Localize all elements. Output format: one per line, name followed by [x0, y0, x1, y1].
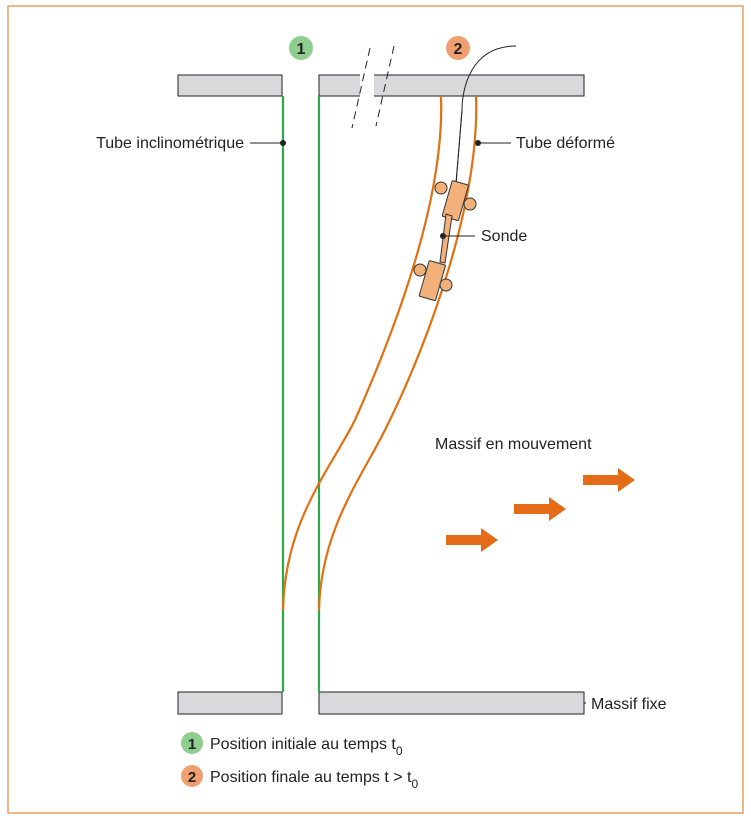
marker-1-badge	[289, 36, 313, 60]
deformed-tube-right-wall	[317, 95, 478, 611]
tube-deformed-label: Tube déformé	[516, 135, 615, 152]
legend-marker-2-badge	[181, 765, 203, 787]
legend-marker-2: 2	[188, 769, 196, 786]
probe-wheel-top-left	[434, 181, 448, 195]
probe-cable	[455, 45, 517, 185]
probe-cable-inner	[455, 109, 463, 185]
top-ground-slab-right	[318, 74, 585, 97]
legend-text-final: Position finale au temps t > t0	[210, 769, 418, 791]
probe-wheel-bottom-right	[439, 278, 453, 292]
movement-arrow-low	[446, 528, 498, 552]
fixed-mass-label: Massif fixe	[591, 696, 667, 713]
break-mark-right	[375, 45, 395, 127]
bottom-ground-slab-left	[177, 691, 283, 715]
diagram-frame	[7, 5, 744, 814]
marker-1-label: 1	[297, 41, 306, 58]
legend-text-initial: Position initiale au temps t0	[210, 736, 403, 758]
break-mark-left	[351, 47, 371, 129]
probe-wheel-bottom-left	[413, 263, 427, 277]
break-gap	[360, 70, 374, 101]
marker-2-badge	[446, 36, 470, 60]
movement-arrow-mid	[514, 497, 566, 521]
marker-2-label: 2	[454, 41, 463, 58]
tube-initial-label: Tube inclinométrique	[96, 135, 244, 152]
tube-deformed-dot	[475, 140, 481, 146]
tube-initial-dot	[280, 140, 286, 146]
probe-wheel-top-right	[463, 197, 477, 211]
legend-item-initial: 1 Position initiale au temps t0	[181, 732, 403, 758]
probe-label: Sonde	[481, 228, 527, 245]
legend-item-final: 2 Position finale au temps t > t0	[181, 765, 418, 791]
probe	[413, 180, 477, 302]
top-ground-slab-left	[177, 74, 283, 97]
bottom-ground-slab-right	[318, 691, 585, 715]
probe-dot	[440, 233, 446, 239]
legend-marker-1-badge	[181, 732, 203, 754]
deformed-tube-left-wall	[281, 95, 443, 611]
probe-connector	[439, 213, 453, 264]
movement-arrow-high	[583, 468, 635, 492]
moving-mass-label: Massif en mouvement	[435, 436, 592, 453]
legend-marker-1: 1	[188, 736, 196, 753]
